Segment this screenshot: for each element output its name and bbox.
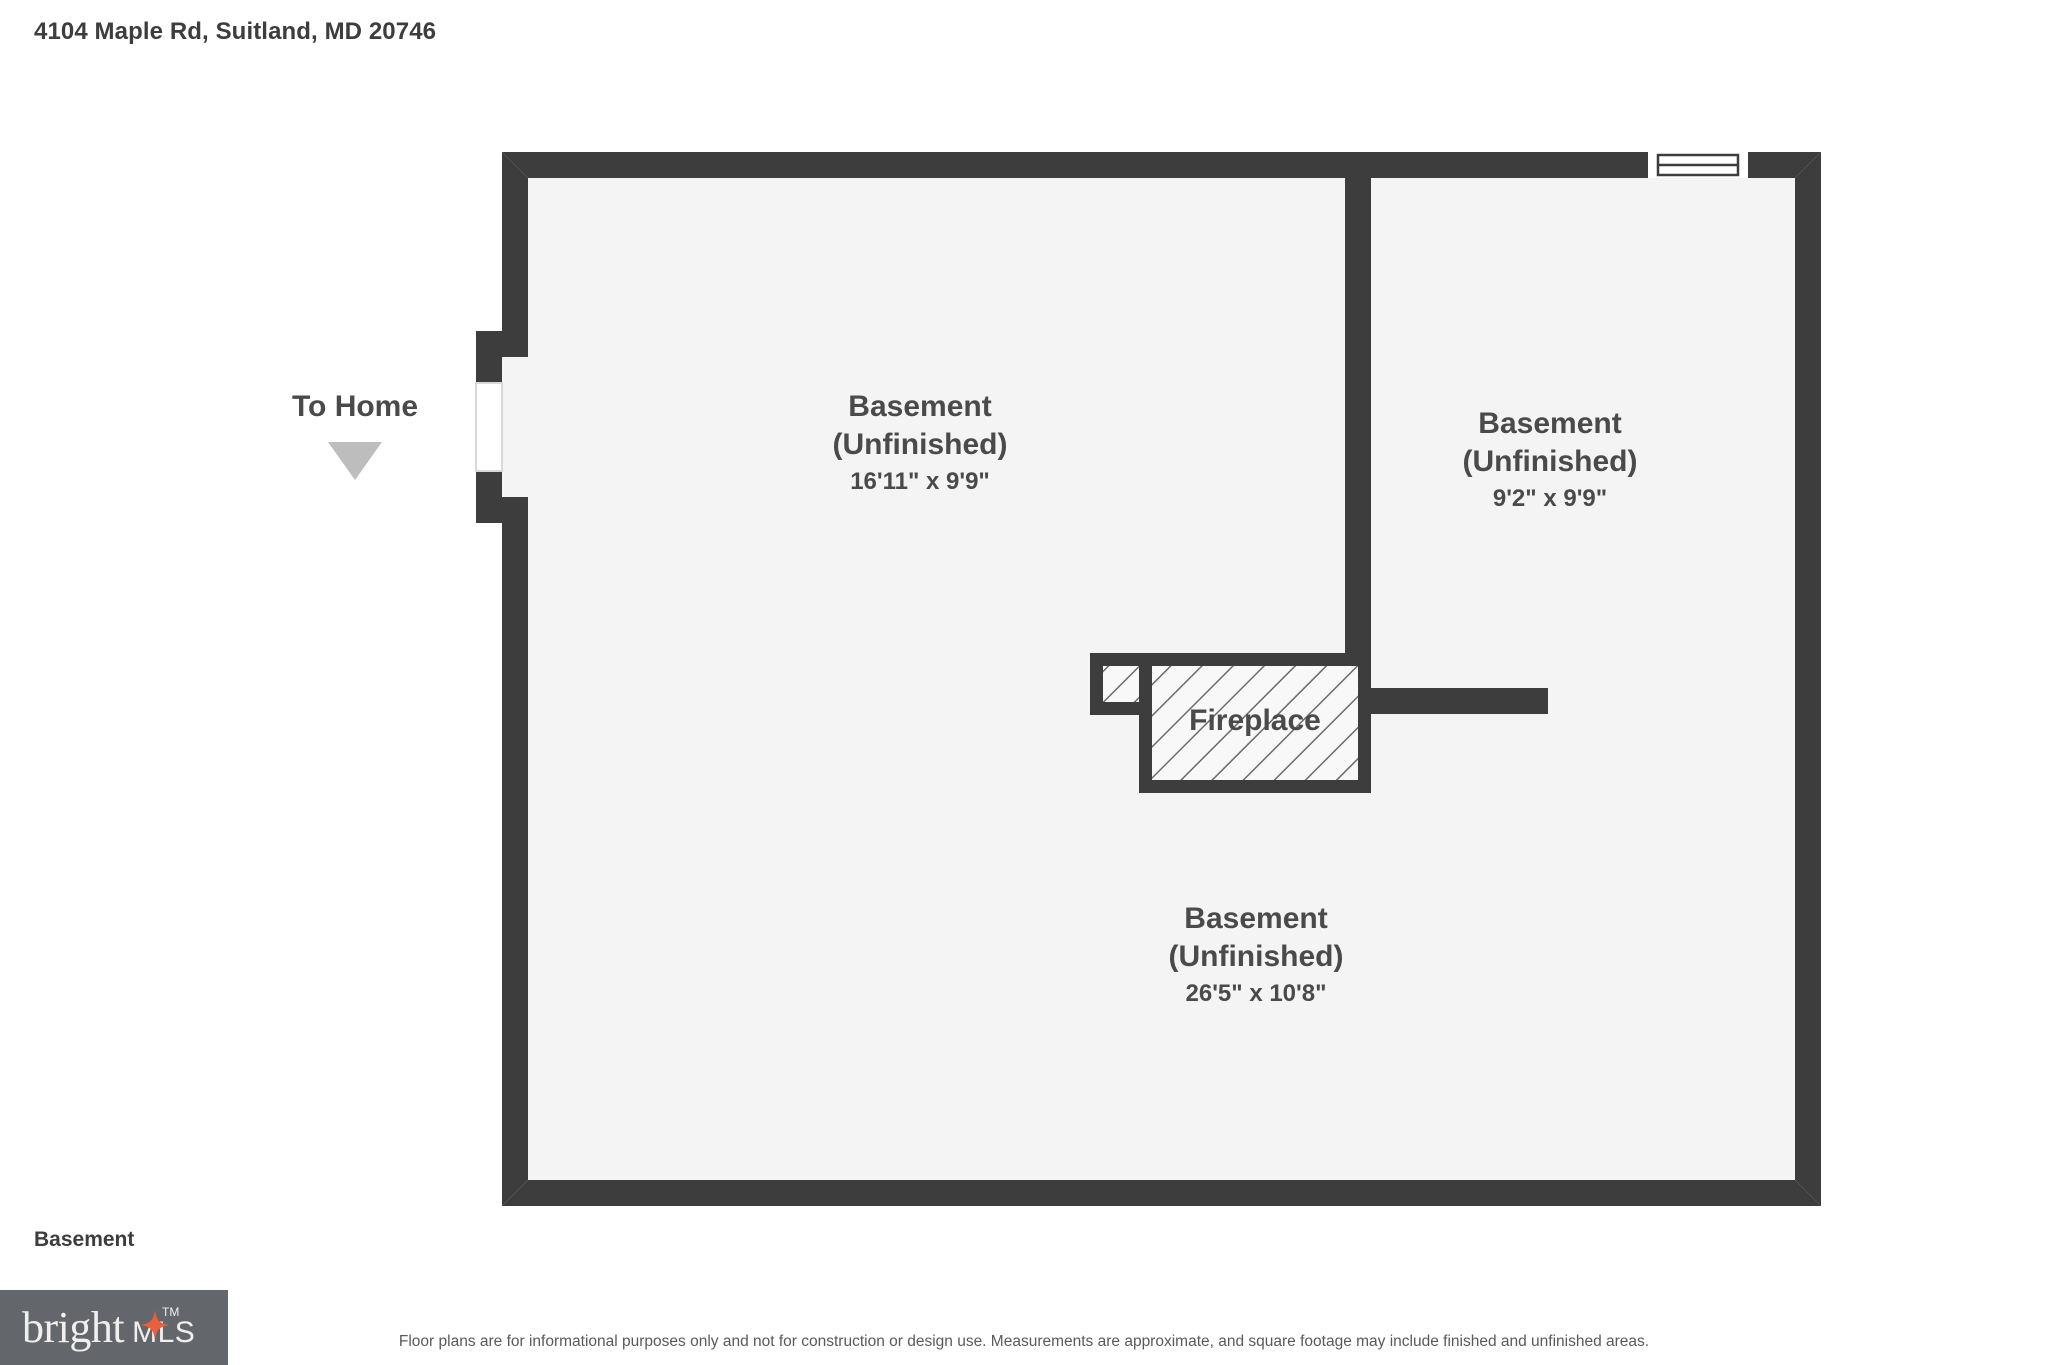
floor-name-label: Basement <box>34 1228 135 1251</box>
room-status: (Unfinished) <box>1462 445 1638 479</box>
disclaimer-text: Floor plans are for informational purpos… <box>398 1333 1650 1350</box>
fireplace-box-hatch <box>1152 666 1358 780</box>
room-status: (Unfinished) <box>832 428 1008 462</box>
wall-stub-right-of-fireplace <box>1371 688 1548 714</box>
room-dimensions: 16'11" x 9'9" <box>850 467 990 495</box>
wall-interior-vertical-body <box>1345 178 1371 662</box>
triangle-down-icon <box>328 442 382 480</box>
wall-bottom <box>502 1180 1821 1206</box>
interior-walls-group <box>1345 152 1548 714</box>
to-home-callout: To Home <box>266 390 444 480</box>
to-home-label: To Home <box>291 390 419 423</box>
room-status: (Unfinished) <box>1168 940 1344 974</box>
logo-suffix-text: MLS <box>132 1316 196 1349</box>
room-label-basement-2: Basement (Unfinished) 9'2" x 9'9" <box>1330 405 1770 515</box>
room-label-basement-3: Basement (Unfinished) 26'5" x 10'8" <box>1036 900 1476 1010</box>
window-top-right <box>1648 152 1748 178</box>
door-opening-outline <box>475 382 503 472</box>
wall-jog-bottom <box>476 471 528 523</box>
wall-right <box>1795 152 1821 1206</box>
room-dimensions: 9'2" x 9'9" <box>1492 484 1608 512</box>
fireplace-group <box>1090 653 1371 793</box>
door-opening-to-home <box>475 382 503 472</box>
room-name: Basement <box>1478 407 1622 440</box>
logo-brand-text: bright <box>22 1303 125 1352</box>
logo-trademark: TM <box>162 1305 180 1319</box>
room-label-basement-1: Basement (Unfinished) 16'11" x 9'9" <box>700 388 1140 498</box>
wall-jog-top2 <box>476 331 528 383</box>
exterior-walls-group <box>476 152 1821 1206</box>
wall-left-lower <box>502 497 528 1206</box>
four-point-star-icon <box>140 1310 170 1340</box>
wall-top <box>502 152 1821 178</box>
page-title: 4104 Maple Rd, Suitland, MD 20746 <box>34 18 437 45</box>
fireplace-label: Fireplace <box>1189 704 1321 737</box>
room-name: Basement <box>1184 902 1328 935</box>
door-opening-fill <box>476 383 502 471</box>
room-name: Basement <box>848 390 992 423</box>
wall-left-upper <box>502 152 528 357</box>
room-dimensions: 26'5" x 10'8" <box>1185 979 1327 1007</box>
fireplace-hearth-hatch <box>1103 666 1139 702</box>
